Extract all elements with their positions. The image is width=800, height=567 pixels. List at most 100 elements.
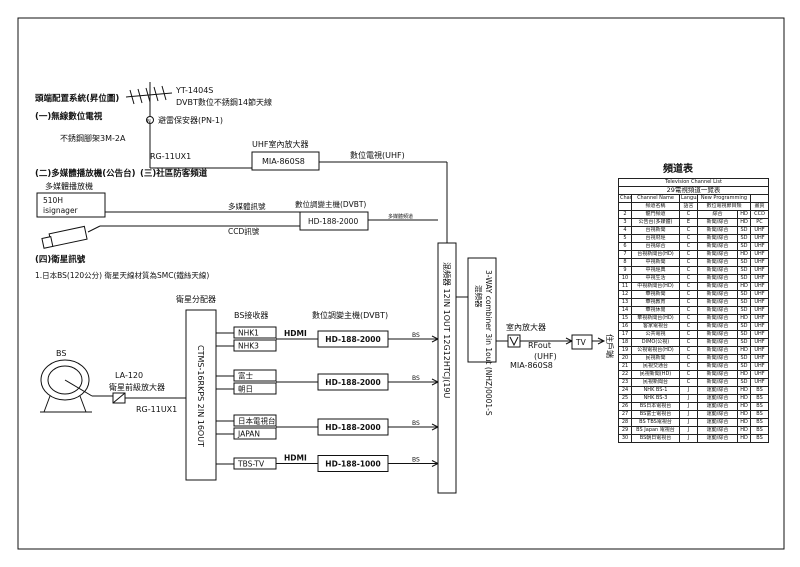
bs-receiver-box (233, 339, 277, 352)
table-cell: 公告台(多媒體) (631, 218, 680, 227)
table-cell: UHF (749, 378, 770, 387)
modulator-model: HD-188-2000 (325, 423, 380, 432)
table-cell: HD (737, 314, 751, 323)
table-cell: 民視新聞台 (631, 378, 680, 387)
combiner-3way-box (467, 257, 497, 363)
table-cell: 客家電視台 (631, 322, 680, 331)
mast-label: 不銹鋼腳架3M-2A (60, 133, 126, 143)
table-cell: 新聞/綜合 (697, 314, 738, 323)
table-cell: C (679, 314, 698, 323)
player-label: 多媒體播放機 (45, 181, 93, 191)
splitter-text: CTMS-16RKPS 2IN 16OUT (196, 345, 205, 447)
table-cell: 新聞/綜合 (697, 346, 738, 355)
table-cell: 綜合 (697, 210, 738, 219)
table-cell: 華視教育 (631, 298, 680, 307)
table-cell: C (679, 242, 698, 251)
yagi-antenna-icon (125, 82, 173, 120)
n-mark: N (147, 119, 151, 125)
bs-receiver-box (233, 369, 277, 382)
table-cell: 新聞/綜合 (697, 330, 738, 339)
tv-box (571, 334, 593, 350)
channel-table: Television Channel List 29電視頻道一覽表 Channe… (617, 178, 770, 443)
table-cell: 新聞/綜合 (697, 250, 738, 259)
bs-receiver-name: 朝日 (238, 385, 253, 394)
table-cell: 運動/綜合 (697, 418, 738, 427)
table-cell: C (679, 298, 698, 307)
table-cell: HD (737, 218, 751, 227)
splitter-label: 衛星分配器 (176, 294, 216, 304)
lightning-protector-label: 避雷保安器(PN-1) (158, 115, 223, 125)
table-cell: 台視財經 (631, 234, 680, 243)
table-header-cell: Channel Name (631, 194, 680, 203)
table-cell: SD (737, 338, 751, 347)
table-cell: 4 (618, 226, 632, 235)
table-cell: 30 (618, 434, 632, 443)
bs-receiver-box (233, 427, 277, 440)
table-cell: NHK BS-3 (631, 394, 680, 403)
lnb-amp-label: 衛星前級放大器 (109, 382, 165, 392)
player-line2: isignager (43, 206, 79, 215)
table-cell: J (679, 434, 698, 443)
table-cell: J (679, 426, 698, 435)
table-cell: C (679, 250, 698, 259)
table-cell: 中視生活 (631, 274, 680, 283)
bs-receiver-name: TBS-TV (237, 460, 265, 469)
table-cell: C (679, 226, 698, 235)
table-cell: 新聞/綜合 (697, 290, 738, 299)
bs-receiver-name: JAPAN (237, 430, 260, 439)
table-cell: UHF (749, 258, 770, 267)
bs-receiver-name: NHK3 (238, 342, 259, 351)
table-cell: UHF (749, 274, 770, 283)
modulator-model: HD-188-2000 (325, 378, 380, 387)
bs-receiver-box (233, 382, 277, 395)
table-cell: 運動/綜合 (697, 386, 738, 395)
table-cell: J (679, 410, 698, 419)
table-cell: C (679, 338, 698, 347)
table-cell: UHF (749, 338, 770, 347)
table-cell: 19 (618, 346, 632, 355)
table-cell: 29 (618, 426, 632, 435)
table-cell: UHF (749, 346, 770, 355)
table-cell: C (679, 266, 698, 275)
modulator-model: HD-188-2000 (325, 335, 380, 344)
table-cell: 台視綜合 (631, 242, 680, 251)
table-cell: UHF (749, 226, 770, 235)
cable-rg11-bottom: RG-11UX1 (136, 405, 177, 414)
table-cell: 16 (618, 322, 632, 331)
table-cell: 15 (618, 314, 632, 323)
resident-label: 住戶端 (605, 334, 615, 358)
bs-receiver-box (233, 326, 277, 339)
bs-receiver-name: NHK1 (238, 329, 259, 338)
cable-rg11-top: RG-11UX1 (150, 152, 191, 161)
table-cn-title: 29電視頻道一覽表 (617, 186, 770, 195)
table-cell: UHF (749, 250, 770, 259)
table-cell: 28 (618, 418, 632, 427)
table-cell: HD (737, 418, 751, 427)
table-cell: C (679, 378, 698, 387)
bs-output-label: BS (412, 375, 420, 382)
table-cell: 18 (618, 338, 632, 347)
table-cell: C (679, 210, 698, 219)
table-head-cn: 頻道名稱語言數位電視節目類畫質 (618, 202, 770, 211)
table-cell: 公共電視 (631, 330, 680, 339)
table-cell: DIMO(公視) (631, 338, 680, 347)
table-cell: SD (737, 298, 751, 307)
table-cell: UHF (749, 242, 770, 251)
bs-output-label: BS (412, 332, 420, 339)
bs-receiver-label: BS接收器 (234, 310, 268, 320)
table-cell: SD (737, 330, 751, 339)
table-header-cell (618, 202, 632, 211)
table-cell: SD (737, 354, 751, 363)
